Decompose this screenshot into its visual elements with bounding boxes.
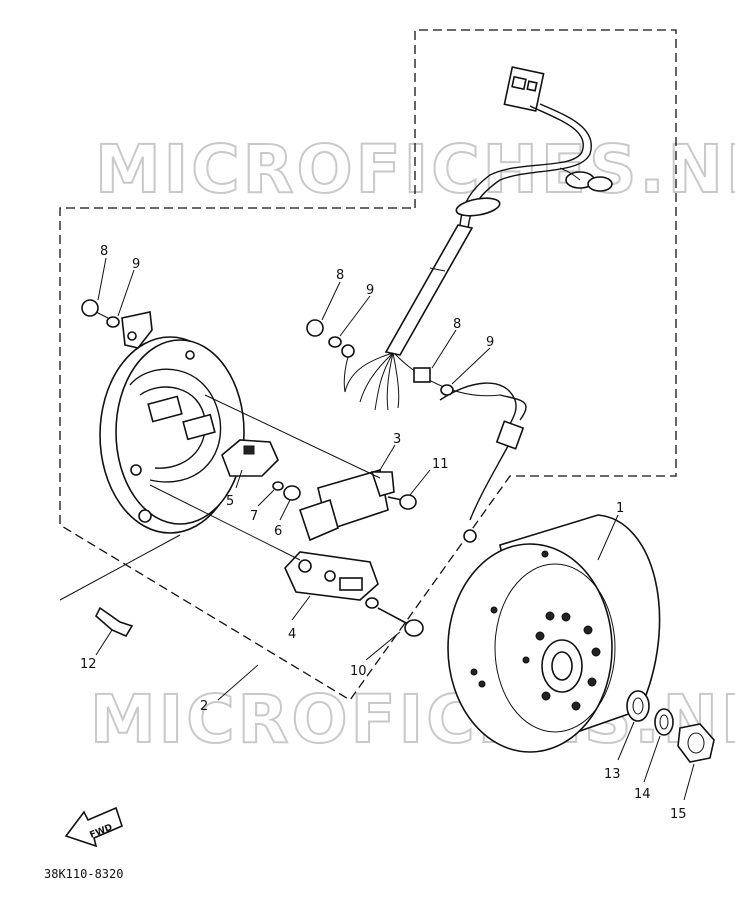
washer-9a	[106, 316, 120, 328]
nut-15	[677, 723, 715, 763]
coil-bracket	[221, 439, 279, 477]
callout-13: 13	[604, 767, 621, 782]
callout-10: 10	[350, 664, 367, 679]
callout-11: 11	[432, 457, 449, 472]
lock-washer-14	[654, 708, 674, 736]
diagram-code: 38K110-8320	[44, 867, 123, 881]
harness-grommet	[455, 197, 501, 217]
bolt-12	[95, 606, 134, 638]
harness-connector-side	[559, 167, 613, 192]
callout-14: 14	[634, 787, 651, 802]
callout-15: 15	[670, 807, 687, 822]
callout-6: 6	[274, 524, 282, 539]
harness-connector-top	[503, 66, 545, 112]
charging-coil	[298, 468, 395, 542]
callout-9a: 9	[132, 257, 140, 272]
washer-7	[272, 481, 284, 491]
callout-9b: 9	[366, 283, 374, 298]
callout-12: 12	[80, 657, 97, 672]
callout-8c: 8	[453, 317, 461, 332]
washer-9b	[328, 336, 342, 348]
flywheel-rotor	[447, 514, 661, 753]
callout-8b: 8	[336, 268, 344, 283]
leader-lines	[95, 257, 695, 801]
washer-9c	[440, 384, 454, 396]
screw-6	[283, 485, 301, 501]
callout-9c: 9	[486, 335, 494, 350]
callout-3: 3	[393, 432, 401, 447]
callout-2: 2	[200, 699, 208, 714]
stator-assembly-boundary	[59, 29, 677, 701]
bolt-8a	[81, 299, 109, 319]
callout-5: 5	[226, 494, 234, 509]
explode-line-3	[59, 534, 181, 601]
stator-plate	[99, 311, 245, 534]
washer-13	[626, 690, 650, 722]
bolt-8c	[413, 367, 431, 383]
screw-11	[387, 494, 417, 510]
wire-harness	[341, 66, 613, 543]
callout-1: 1	[616, 501, 624, 516]
explode-line-1	[204, 394, 381, 479]
callout-4: 4	[288, 627, 296, 642]
callout-7: 7	[250, 509, 258, 524]
bolt-8b	[306, 319, 324, 337]
forward-arrow-icon: FWD	[64, 806, 123, 848]
pickup-coil	[284, 551, 379, 601]
washer-pickup	[365, 597, 379, 609]
screw-10	[377, 607, 424, 637]
watermark-top: MICROFICHES.NET	[95, 131, 735, 208]
callout-8a: 8	[100, 244, 108, 259]
explode-line-2	[149, 484, 301, 561]
